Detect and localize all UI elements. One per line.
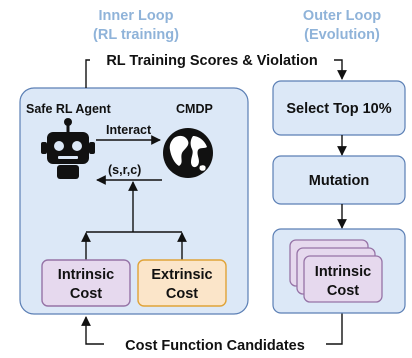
top-connector-label-bg — [90, 50, 334, 70]
inner-loop-subtitle: (RL training) — [93, 27, 179, 43]
bottom-connector-label-bg — [104, 335, 326, 355]
globe-icon — [163, 128, 213, 178]
agent-label: Safe RL Agent — [26, 102, 112, 116]
candidate-card-line2: Cost — [327, 283, 359, 299]
extrinsic-cost-line1: Extrinsic — [151, 267, 212, 283]
extrinsic-cost-box — [137, 259, 227, 307]
mutation-box — [272, 155, 406, 205]
inner-loop-title: Inner Loop — [99, 8, 174, 24]
extrinsic-cost-line2: Cost — [166, 286, 198, 302]
robot-icon — [41, 118, 95, 179]
intrinsic-cost-box — [41, 259, 131, 307]
intrinsic-cost-line2: Cost — [70, 286, 102, 302]
select-top-label: Select Top 10% — [286, 101, 391, 117]
outer-loop-title: Outer Loop — [303, 8, 381, 24]
mutation-label: Mutation — [309, 173, 369, 189]
outer-loop-subtitle: (Evolution) — [304, 27, 380, 43]
candidate-card-line1: Intrinsic — [315, 264, 371, 280]
top-connector-label: RL Training Scores & Violation — [106, 53, 317, 69]
intrinsic-cost-line1: Intrinsic — [58, 267, 114, 283]
env-label: CMDP — [176, 102, 213, 116]
interact-label: Interact — [106, 123, 152, 137]
select-top-box — [272, 80, 406, 136]
bottom-connector-label: Cost Function Candidates — [125, 338, 305, 354]
feedback-label: (s,r,c) — [108, 163, 141, 177]
candidate-card-front — [303, 255, 383, 303]
